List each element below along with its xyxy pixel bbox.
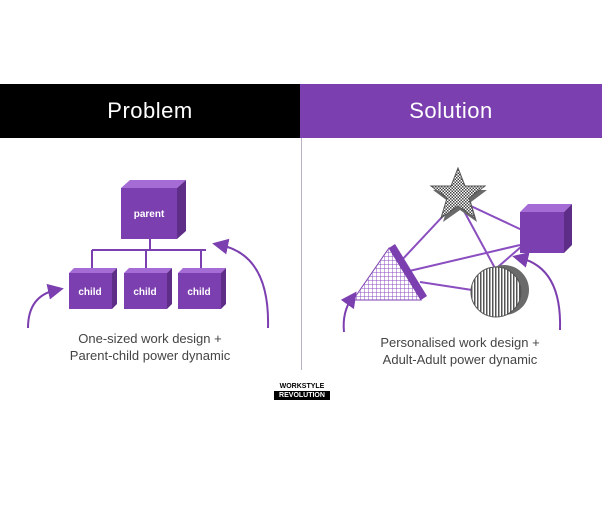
curved-arrow-right bbox=[212, 238, 270, 329]
problem-title: Problem bbox=[107, 98, 193, 123]
curved-arrow-left bbox=[27, 283, 64, 329]
solution-title: Solution bbox=[409, 98, 493, 123]
child-cube: child bbox=[124, 268, 172, 309]
circle-icon bbox=[470, 265, 529, 318]
solution-caption-line2: Adult-Adult power dynamic bbox=[382, 352, 538, 367]
parent-label: parent bbox=[134, 209, 165, 220]
logo-line2: REVOLUTION bbox=[274, 391, 330, 400]
child-label-3: child bbox=[187, 287, 210, 298]
child-label-2: child bbox=[133, 287, 156, 298]
cube-icon bbox=[520, 204, 572, 253]
triangle-icon bbox=[352, 244, 427, 301]
child-label-1: child bbox=[78, 287, 101, 298]
solution-caption: Personalised work design + Adult-Adult p… bbox=[315, 334, 602, 368]
curved-arrow-right bbox=[512, 252, 562, 331]
solution-caption-line1: Personalised work design + bbox=[380, 335, 540, 350]
logo-line1: WORKSTYLE bbox=[274, 382, 330, 391]
parent-cube: parent bbox=[121, 180, 186, 239]
problem-header: Problem bbox=[0, 84, 300, 138]
star-icon bbox=[429, 166, 487, 222]
curved-arrow-left bbox=[340, 291, 357, 333]
problem-caption: One-sized work design + Parent-child pow… bbox=[20, 330, 280, 364]
child-cube: child bbox=[69, 268, 117, 309]
problem-caption-line1: One-sized work design + bbox=[78, 331, 222, 346]
workstyle-revolution-logo: WORKSTYLE REVOLUTION bbox=[274, 382, 330, 400]
solution-header: Solution bbox=[300, 84, 602, 138]
hierarchy-connectors bbox=[91, 239, 206, 268]
panel-divider bbox=[301, 138, 302, 370]
problem-caption-line2: Parent-child power dynamic bbox=[69, 348, 231, 363]
child-cube: child bbox=[178, 268, 226, 309]
